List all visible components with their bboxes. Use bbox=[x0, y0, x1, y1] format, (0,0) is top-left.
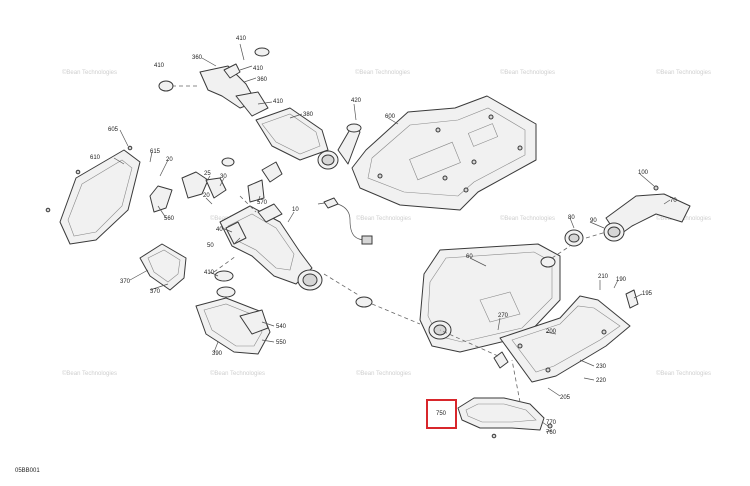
callouts: 410 360 410 410 360 410 380 420 600 605 … bbox=[90, 36, 677, 436]
callout-540: 540 bbox=[276, 324, 287, 330]
exhaust-tip bbox=[457, 397, 553, 439]
leader-lines bbox=[113, 43, 671, 433]
callout-760: 760 bbox=[546, 430, 557, 436]
sensor-wire bbox=[317, 197, 373, 245]
callout-60: 60 bbox=[466, 254, 473, 260]
watermark: ©Bean Technologies bbox=[656, 69, 711, 76]
lower-shield bbox=[195, 270, 271, 355]
watermark: ©Bean Technologies bbox=[656, 370, 711, 377]
diagram-code: 05BB001 bbox=[15, 468, 40, 474]
callout-570: 570 bbox=[257, 200, 268, 206]
callout-25: 25 bbox=[204, 171, 211, 177]
watermark: ©Bean Technologies bbox=[62, 69, 117, 76]
callout-50: 50 bbox=[207, 243, 214, 249]
callout-560: 560 bbox=[164, 216, 175, 222]
callout-410: 410 bbox=[154, 63, 165, 69]
callout-750: 750 bbox=[436, 411, 447, 417]
callout-600: 600 bbox=[385, 114, 396, 120]
callout-370: 370 bbox=[150, 289, 161, 295]
callout-40: 40 bbox=[216, 227, 223, 233]
callout-230: 230 bbox=[596, 364, 607, 370]
callout-195: 195 bbox=[642, 291, 653, 297]
watermark: ©Bean Technologies bbox=[210, 370, 265, 377]
callout-270: 270 bbox=[498, 313, 509, 319]
callout-615: 615 bbox=[150, 149, 161, 155]
callout-410: 410 bbox=[236, 36, 247, 42]
callout-410: 410 bbox=[253, 66, 264, 72]
callout-380: 380 bbox=[303, 112, 314, 118]
watermark: ©Bean Technologies bbox=[355, 69, 410, 76]
middle-pipe bbox=[219, 203, 323, 291]
callout-220: 220 bbox=[596, 378, 607, 384]
callout-360: 360 bbox=[192, 55, 203, 61]
muffler-bracket bbox=[493, 289, 639, 383]
callout-30: 30 bbox=[220, 174, 227, 180]
watermark: ©Bean Technologies bbox=[500, 69, 555, 76]
callout-90: 90 bbox=[590, 218, 597, 224]
heat-shield bbox=[351, 95, 537, 211]
watermark: ©Bean Technologies bbox=[356, 370, 411, 377]
callout-190: 190 bbox=[616, 277, 627, 283]
watermark: ©Bean Technologies bbox=[500, 215, 555, 222]
callout-605: 605 bbox=[108, 127, 119, 133]
callout-420: 420 bbox=[351, 98, 362, 104]
callout-80: 80 bbox=[568, 215, 575, 221]
callout-390: 390 bbox=[212, 351, 223, 357]
callout-370: 370 bbox=[120, 279, 131, 285]
callout-410: 410 bbox=[204, 270, 215, 276]
callout-70: 70 bbox=[670, 198, 677, 204]
side-shield bbox=[45, 145, 141, 245]
callout-100: 100 bbox=[638, 170, 649, 176]
callout-410: 410 bbox=[273, 99, 284, 105]
callout-770: 770 bbox=[546, 420, 557, 426]
callout-205: 205 bbox=[560, 395, 571, 401]
callout-210: 210 bbox=[598, 274, 609, 280]
upper-manifold bbox=[158, 47, 362, 170]
callout-200: 200 bbox=[546, 329, 557, 335]
watermark: ©Bean Technologies bbox=[62, 370, 117, 377]
highlight-box bbox=[426, 399, 457, 429]
watermark: ©Bean Technologies bbox=[356, 215, 411, 222]
callout-550: 550 bbox=[276, 340, 287, 346]
assembly-lines bbox=[172, 85, 607, 403]
callout-610: 610 bbox=[90, 155, 101, 161]
callout-10: 10 bbox=[292, 207, 299, 213]
callout-20: 20 bbox=[203, 193, 210, 199]
callout-20: 20 bbox=[166, 157, 173, 163]
callout-360: 360 bbox=[257, 77, 268, 83]
left-lower-pipe bbox=[139, 243, 187, 291]
tail-pipe bbox=[564, 185, 691, 247]
